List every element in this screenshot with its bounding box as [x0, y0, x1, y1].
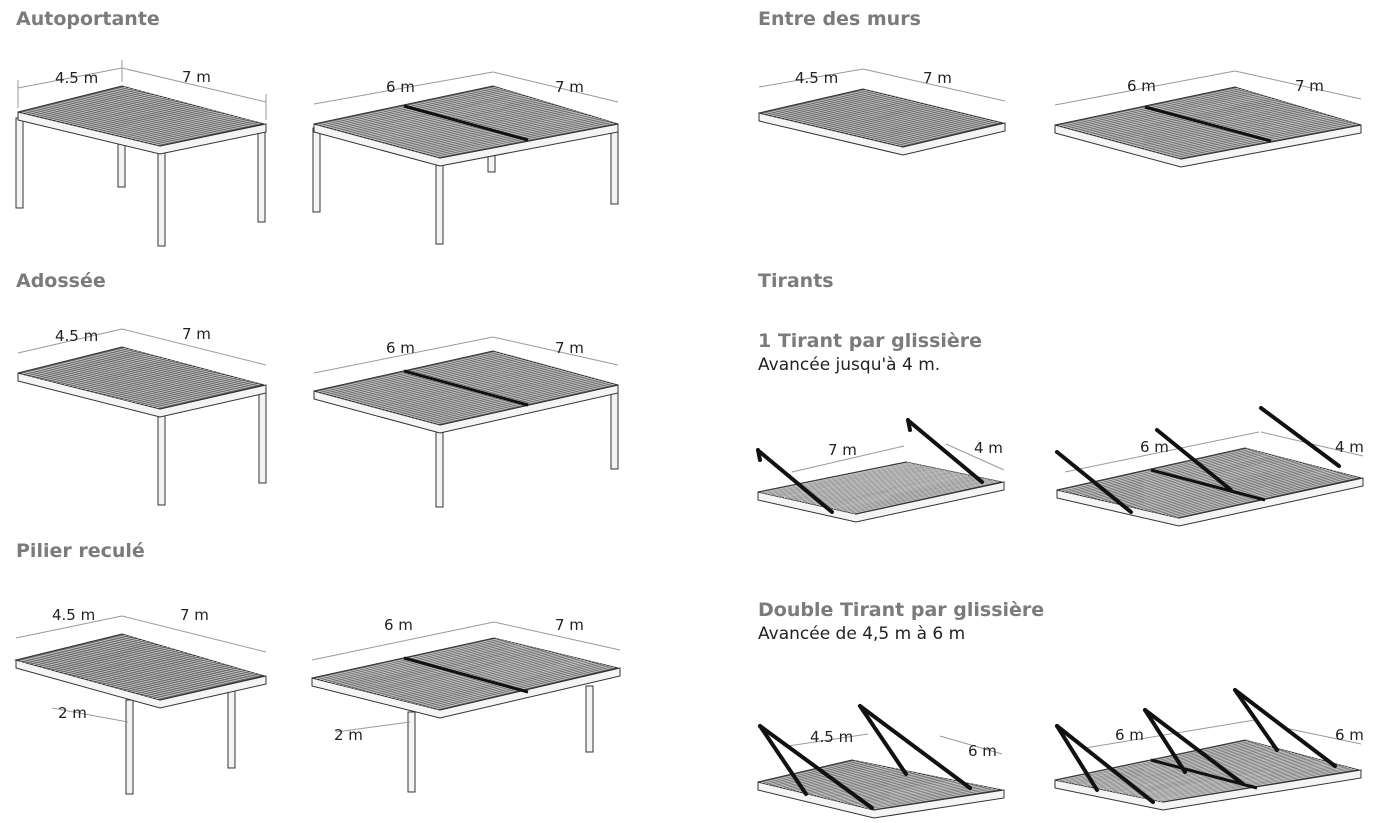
- tie-rod: [1143, 708, 1245, 786]
- section-title-autoportante: Autoportante: [16, 8, 160, 30]
- dim-setback: 2 m: [58, 704, 87, 722]
- dim-depth: 7 m: [555, 616, 584, 634]
- tie-rod: [1055, 724, 1099, 792]
- section-title-adossee: Adossée: [16, 270, 106, 292]
- louver-slats: [20, 634, 260, 700]
- post: [407, 711, 416, 793]
- single-tie-text: Avancée jusqu'à 4 m.: [758, 355, 941, 375]
- dim-depth: 7 m: [555, 78, 584, 96]
- section-title-pilier-recule: Pilier reculé: [16, 540, 145, 562]
- dim-width: 6 m: [1127, 77, 1156, 95]
- dim-advance: 6 m: [1335, 726, 1364, 744]
- louver-slats: [763, 89, 999, 147]
- louver-slats: [22, 347, 260, 409]
- dim-depth: 7 m: [182, 325, 211, 343]
- tie-rod: [1233, 688, 1279, 752]
- tie-rod: [1143, 708, 1187, 774]
- post: [227, 687, 236, 769]
- center-beam: [1144, 105, 1272, 143]
- center-beam: [403, 369, 529, 407]
- post: [157, 408, 166, 506]
- dim-width: 4.5 m: [52, 606, 95, 624]
- dim-advance: 4 m: [974, 439, 1003, 457]
- post: [610, 131, 619, 205]
- post: [125, 699, 134, 795]
- louvered-roof: [757, 759, 1003, 811]
- tie-rod: [858, 704, 908, 776]
- post: [435, 157, 444, 245]
- dim-width: 6 m: [386, 339, 415, 357]
- tie-rod: [758, 724, 808, 796]
- dim-advance: 4 m: [1335, 438, 1364, 456]
- tie-rod: [1155, 428, 1233, 492]
- tie-rod: [758, 724, 874, 810]
- diagram-tirant-single-double: 6 m 4 m: [1055, 406, 1364, 527]
- tie-rod: [1055, 450, 1133, 514]
- diagram-double-tirant-double: 6 m 6 m: [1054, 688, 1364, 811]
- dim-setback: 2 m: [334, 726, 363, 744]
- center-beam: [1150, 468, 1266, 502]
- diagram-adossee-double: 6 m 7 m: [313, 336, 619, 508]
- dim-depth: 7 m: [1295, 77, 1324, 95]
- post: [258, 390, 267, 484]
- louver-slats: [761, 760, 998, 810]
- tie-rod: [1233, 688, 1337, 768]
- dim-width: 6 m: [1115, 726, 1144, 744]
- dim-depth: 7 m: [180, 606, 209, 624]
- diagram-pilier-single: 4.5 m 7 m 2 m: [14, 606, 267, 795]
- tie-rod: [858, 704, 972, 790]
- diagram-entre-murs-double: 6 m 7 m: [1054, 70, 1362, 168]
- dim-width: 6 m: [384, 616, 413, 634]
- diagram-pilier-double: 6 m 7 m 2 m: [311, 616, 621, 793]
- center-beam: [403, 656, 529, 694]
- post: [585, 685, 594, 753]
- diagram-entre-murs-single: 4.5 m 7 m: [758, 68, 1006, 156]
- post: [435, 424, 444, 508]
- double-tie-title: Double Tirant par glissière: [758, 599, 1045, 621]
- section-title-entre-murs: Entre des murs: [758, 8, 921, 30]
- dim-depth: 7 m: [182, 68, 211, 86]
- dim-width: 4.5 m: [55, 69, 98, 87]
- louver-slats: [22, 86, 260, 146]
- dim-width: 4.5 m: [55, 327, 98, 345]
- tie-rod: [1055, 724, 1155, 804]
- post: [257, 129, 266, 223]
- dim-depth: 7 m: [555, 339, 584, 357]
- diagram-tirant-single: 7 m 4 m: [756, 418, 1005, 523]
- center-beam: [403, 104, 529, 142]
- dim-width: 7 m: [828, 441, 857, 459]
- tie-rod: [1259, 406, 1341, 468]
- diagram-autoportante-double: 6 m 7 m: [312, 71, 619, 245]
- post: [312, 127, 321, 213]
- dim-width: 6 m: [1140, 438, 1169, 456]
- post: [157, 147, 166, 247]
- dim-width: 4.5 m: [795, 69, 838, 87]
- diagram-double-tirant-single: 4.5 m 6 m: [757, 704, 1005, 819]
- wall-bracket: [756, 448, 762, 462]
- post: [610, 392, 619, 470]
- dim-width: 4.5 m: [810, 728, 853, 746]
- louvered-roof: [17, 346, 265, 410]
- tie-rod: [908, 420, 984, 484]
- diagram-autoportante-single: 4.5 m 7 m: [15, 60, 267, 247]
- wall-bracket: [906, 418, 912, 432]
- diagram-adossee-single: 4.5 m 7 m: [17, 325, 267, 506]
- section-title-tirants: Tirants: [758, 270, 834, 292]
- single-tie-title: 1 Tirant par glissière: [758, 330, 983, 352]
- dim-width: 6 m: [386, 78, 415, 96]
- tie-rod: [758, 450, 834, 514]
- double-tie-text: Avancée de 4,5 m à 6 m: [758, 624, 966, 644]
- post: [117, 141, 126, 188]
- dim-depth: 7 m: [923, 69, 952, 87]
- post: [15, 117, 24, 209]
- dim-advance: 6 m: [968, 742, 997, 760]
